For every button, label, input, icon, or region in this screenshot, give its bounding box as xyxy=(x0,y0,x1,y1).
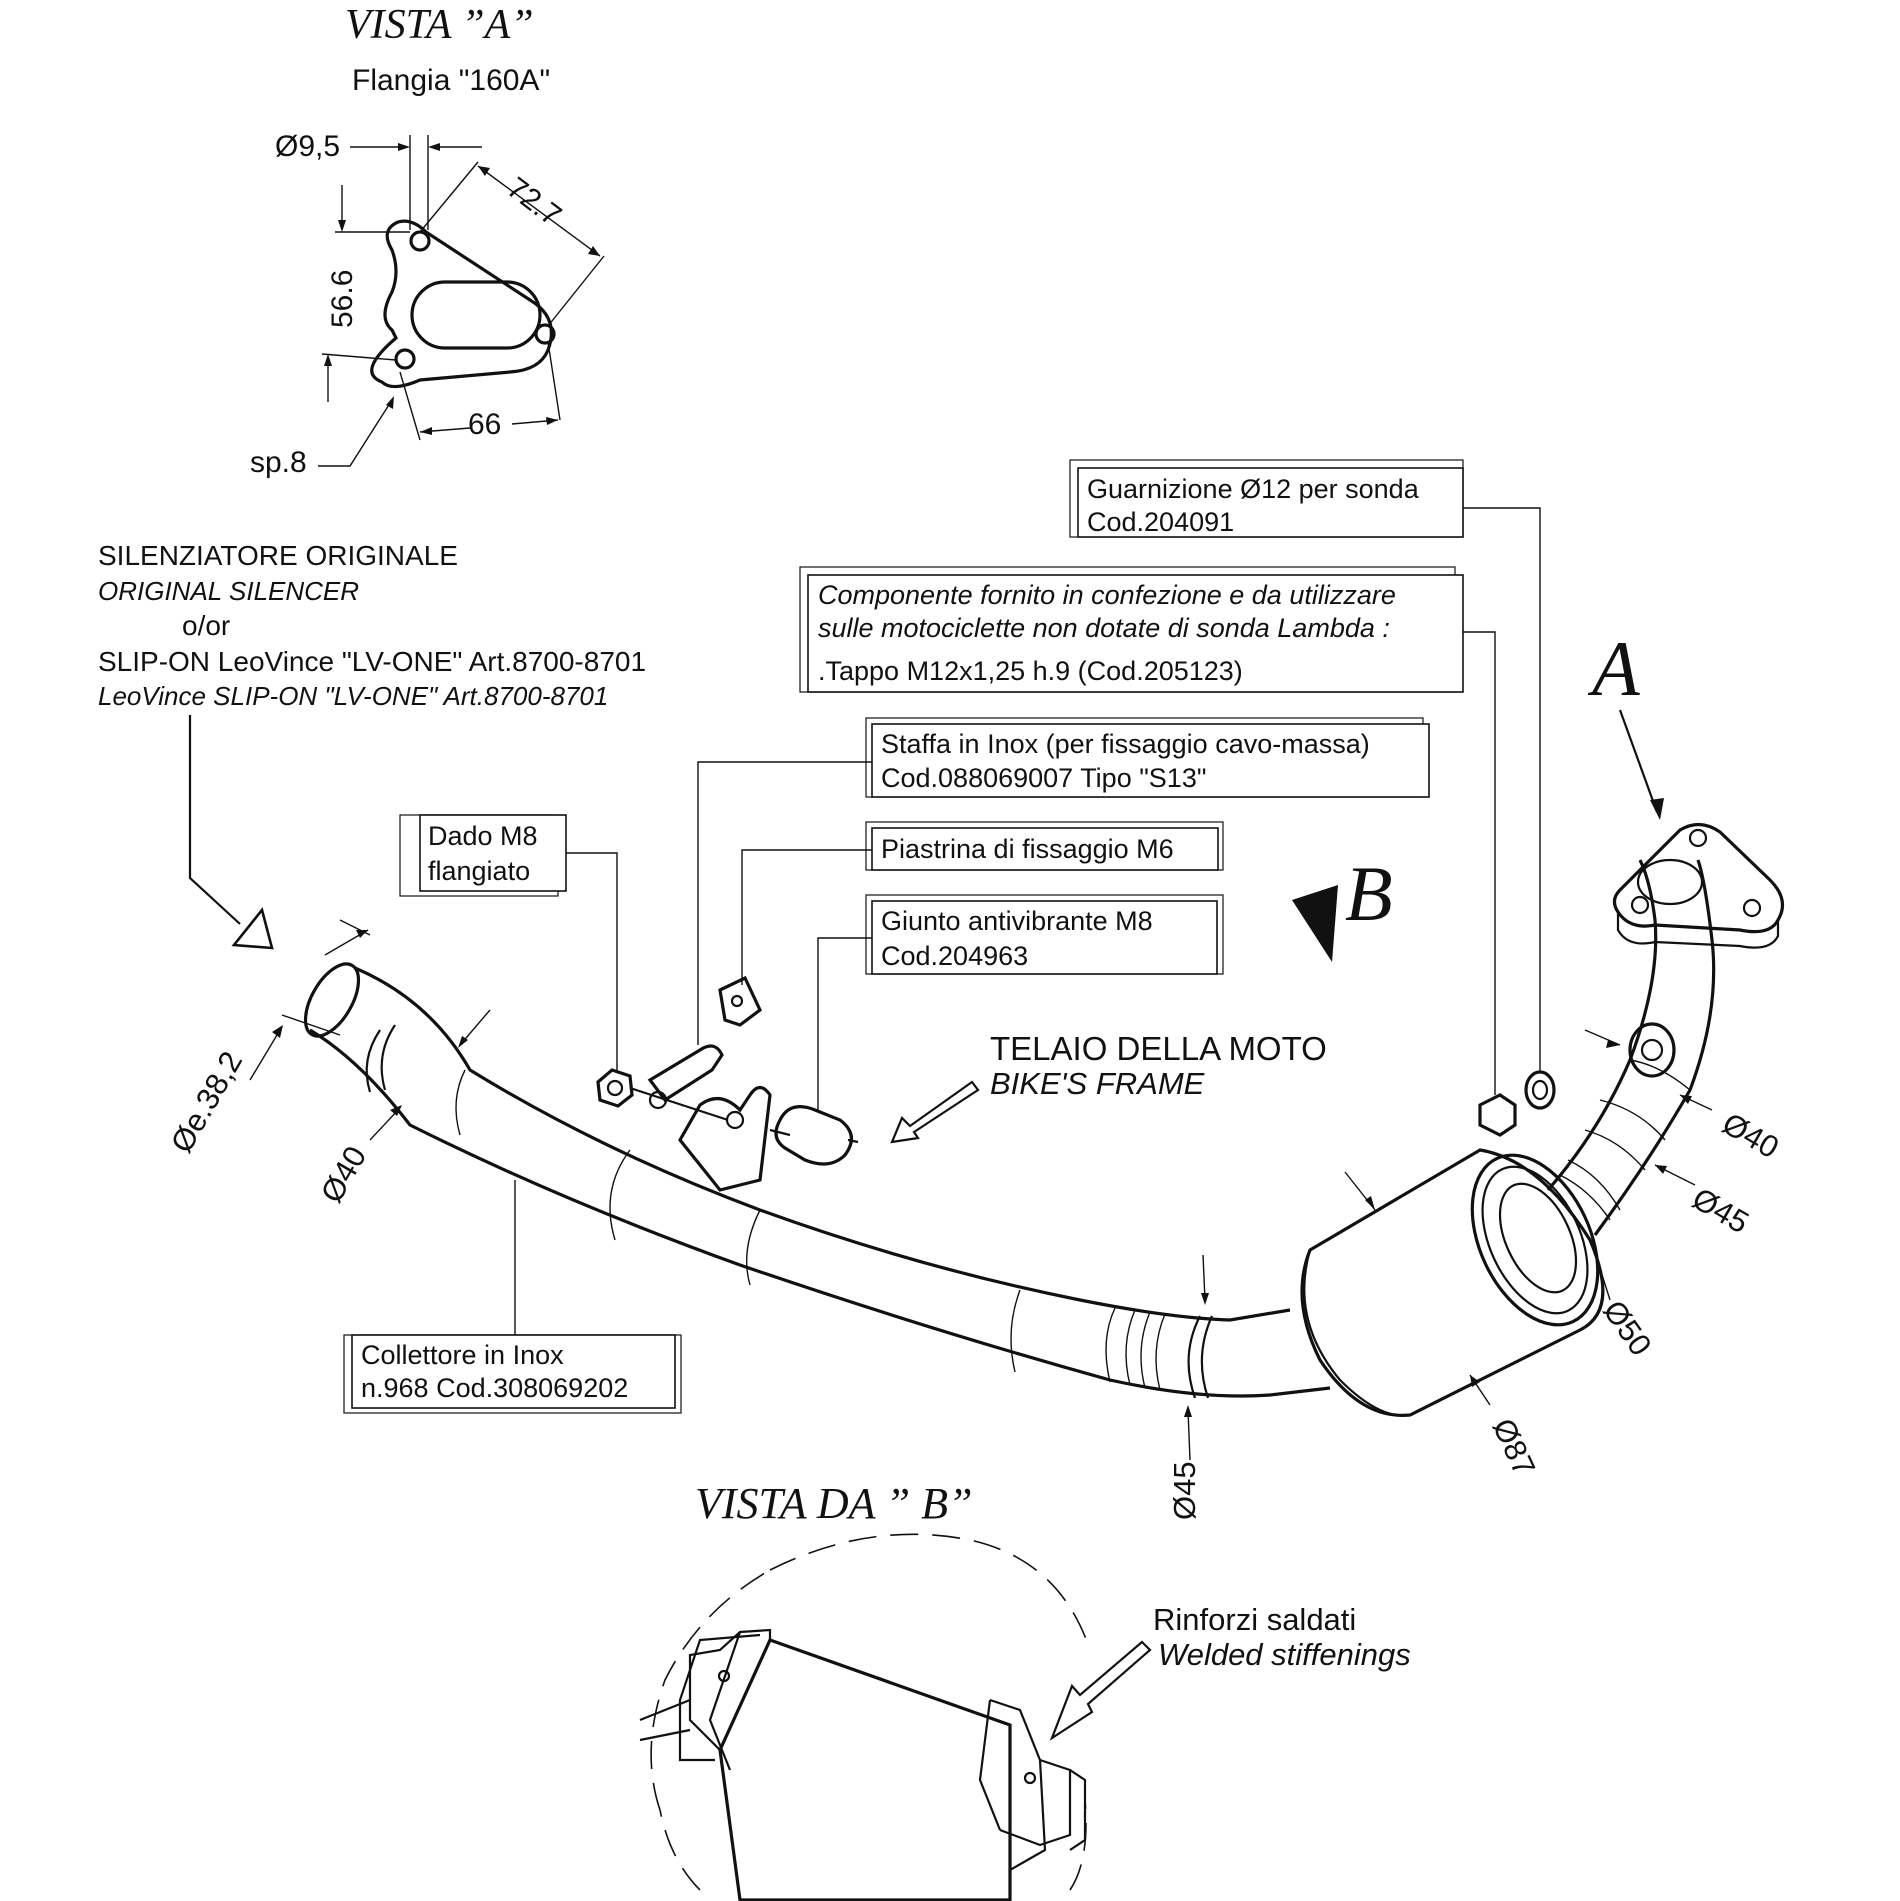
dim-hole-diameter: Ø9,5 xyxy=(275,130,340,163)
dim-pipe-left: Ø40 xyxy=(314,1140,374,1208)
silencer-note: SILENZIATORE ORIGINALE ORIGINAL SILENCER… xyxy=(98,540,646,950)
gasket-label: Guarnizione Ø12 per sonda xyxy=(1087,474,1420,504)
view-b-note-1: Rinforzi saldati xyxy=(1153,1602,1356,1637)
dim-width: 66 xyxy=(468,408,501,441)
view-a-marker: A xyxy=(1587,625,1640,712)
lambda-boss xyxy=(1628,1022,1676,1078)
plate-label: Piastrina di fissaggio M6 xyxy=(881,834,1174,864)
catalyst-end-cap xyxy=(1470,1153,1600,1327)
nut-type: flangiato xyxy=(428,856,530,886)
callout-nut: Dado M8 flangiato xyxy=(399,814,618,1072)
dim-pipe-right-45: Ø45 xyxy=(1687,1181,1755,1241)
outlet-flange xyxy=(1612,822,1785,934)
component-line-3: .Tappo M12x1,25 h.9 (Cod.205123) xyxy=(818,656,1243,686)
fixing-plate xyxy=(718,975,763,1027)
gasket-code: Cod.204091 xyxy=(1087,507,1234,537)
joint-code: Cod.204963 xyxy=(881,941,1028,971)
bracket-label: Staffa in Inox (per fissaggio cavo-massa… xyxy=(881,729,1370,759)
view-b-detail: VISTA DA ” B” Rinforzi saldati Welded st… xyxy=(639,1479,1411,1901)
silencer-line-1: SILENZIATORE ORIGINALE xyxy=(98,540,458,571)
frame-note: TELAIO DELLA MOTO BIKE'S FRAME xyxy=(890,1030,1327,1144)
view-a-flange-detail: VISTA ”A” Flangia "160A" Ø9,5 72.7 56.6 xyxy=(250,2,605,479)
view-b-marker: B xyxy=(1345,850,1393,937)
view-b-title: VISTA DA ” B” xyxy=(695,1479,973,1528)
view-b-boundary xyxy=(650,1533,1091,1891)
flange-hole-top xyxy=(409,230,431,252)
gasket-ring xyxy=(1524,1070,1556,1110)
nut-label: Dado M8 xyxy=(428,821,538,851)
dim-catalyst-87: Ø87 xyxy=(1486,1413,1542,1481)
silencer-line-2: ORIGINAL SILENCER xyxy=(98,576,359,606)
callout-joint: Giunto antivibrante M8 Cod.204963 xyxy=(817,894,1224,1110)
callout-component: Componente fornito in confezione e da ut… xyxy=(799,566,1496,1095)
dim-pipe-bottom-45: Ø45 xyxy=(1167,1461,1202,1520)
view-b-note-2: Welded stiffenings xyxy=(1158,1637,1411,1672)
antivibration-joint xyxy=(774,1105,853,1166)
silencer-arrow-icon xyxy=(231,907,274,950)
downpipe-outline xyxy=(1546,859,1658,1192)
component-line-2: sulle motociclette non dotate di sonda L… xyxy=(818,613,1390,643)
bracket-code: Cod.088069007 Tipo "S13" xyxy=(881,763,1206,793)
main-dimensions: Øe.38,2 Ø40 Ø40 Ø45 Ø50 Ø87 Ø45 xyxy=(164,919,1785,1520)
hex-plug xyxy=(1478,1093,1517,1137)
silencer-line-3: o/or xyxy=(182,610,230,641)
joint-label: Giunto antivibrante M8 xyxy=(881,906,1153,936)
dim-pipe-right-40: Ø40 xyxy=(1717,1106,1785,1166)
exhaust-assembly xyxy=(303,822,1785,1417)
frame-arrow-icon xyxy=(890,1080,980,1144)
catalyst-body xyxy=(1300,1148,1605,1417)
callout-plate: Piastrina di fissaggio M6 xyxy=(741,821,1224,985)
view-a-title: VISTA ”A” xyxy=(345,2,534,48)
pipe-inlet xyxy=(303,962,361,1038)
frame-label: TELAIO DELLA MOTO xyxy=(990,1030,1327,1067)
callout-collector: Collettore in Inox n.968 Cod.308069202 xyxy=(343,1180,682,1414)
flange-outline xyxy=(370,219,553,389)
dim-thickness: sp.8 xyxy=(250,446,307,479)
frame-label-en: BIKE'S FRAME xyxy=(990,1066,1205,1101)
flange-hole-right xyxy=(534,323,556,345)
stiffening-arrow-icon xyxy=(1049,1640,1152,1741)
callout-gasket: Guarnizione Ø12 per sonda Cod.204091 xyxy=(1069,459,1541,1072)
view-b-arrow-icon xyxy=(1292,885,1338,962)
mount-bracket xyxy=(678,1085,772,1192)
component-line-1: Componente fornito in confezione e da ut… xyxy=(818,580,1396,610)
view-b-body xyxy=(718,1638,1012,1901)
dim-catalyst-50: Ø50 xyxy=(1596,1294,1658,1362)
dim-diagonal: 72.7 xyxy=(501,171,567,232)
dim-height: 56.6 xyxy=(326,270,359,328)
flange-port xyxy=(410,280,542,350)
collector-label: Collettore in Inox xyxy=(361,1340,564,1370)
view-a-subtitle: Flangia "160A" xyxy=(352,64,550,97)
flanged-nut xyxy=(596,1068,634,1108)
callout-bracket: Staffa in Inox (per fissaggio cavo-massa… xyxy=(697,717,1430,1045)
flange-hole-bottom xyxy=(394,348,416,370)
view-markers: A B xyxy=(1292,625,1664,962)
ground-clip xyxy=(647,1044,724,1103)
silencer-line-5: LeoVince SLIP-ON "LV-ONE" Art.8700-8701 xyxy=(98,681,608,711)
silencer-line-4: SLIP-ON LeoVince "LV-ONE" Art.8700-8701 xyxy=(98,646,646,677)
dim-inlet: Øe.38,2 xyxy=(164,1045,249,1158)
collector-code: n.968 Cod.308069202 xyxy=(361,1373,628,1403)
pipe-outline xyxy=(354,966,1291,1322)
